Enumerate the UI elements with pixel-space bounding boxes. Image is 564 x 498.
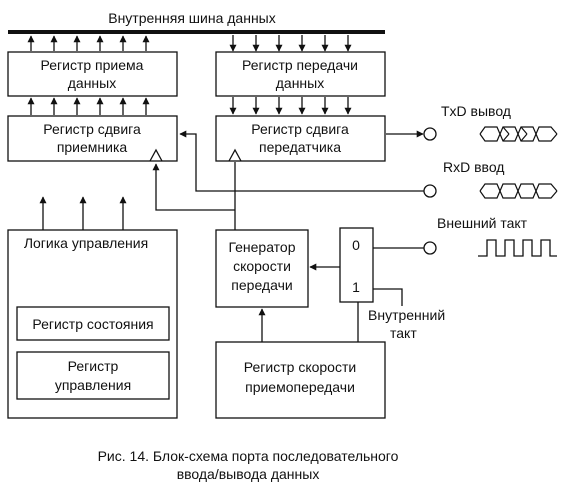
- baud-generator: [215, 229, 309, 308]
- external-clock-waveform: [478, 239, 557, 257]
- internal-clock-line: [373, 288, 403, 306]
- control-logic-label: Логика управления: [24, 235, 148, 251]
- external-clock-pin-icon: [423, 241, 437, 255]
- rx-shift-clock-triangle-icon: [149, 148, 163, 162]
- status-register-label: Регистр состояния: [32, 316, 153, 332]
- clock-selector: [339, 227, 374, 303]
- txd-pin-icon: [423, 127, 437, 141]
- tx-shift-clock-triangle-icon: [228, 148, 242, 162]
- rxd-line: [179, 130, 424, 192]
- control-register-line2: управления: [55, 377, 131, 393]
- rx-shift-register-line2: приемника: [57, 139, 128, 155]
- figure-caption-line1: Рис. 14. Блок-схема порта последовательн…: [98, 448, 399, 464]
- rx-shift-register-line1: Регистр сдвига: [43, 121, 141, 137]
- figure-caption-line2: ввода/вывода данных: [177, 466, 320, 482]
- tx-data-register-line1: Регистр передачи: [242, 57, 358, 73]
- rxd-pin-icon: [423, 184, 437, 198]
- clock-selector-input1: 1: [352, 279, 360, 295]
- tx-shift-register-line2: передатчика: [259, 139, 341, 155]
- internal-data-bus: [8, 30, 385, 34]
- rx-data-register-line1: Регистр приема: [41, 57, 144, 73]
- rxd-label: RxD ввод: [443, 159, 504, 175]
- tx-data-register-line2: данных: [276, 75, 324, 91]
- tx-shift-register-line1: Регистр сдвига: [251, 121, 349, 137]
- baud-generator-line3: передачи: [231, 277, 292, 293]
- rx-shift-register: [7, 115, 178, 162]
- baud-rate-register: [215, 341, 386, 419]
- internal-clock-label-line1: Внутренний: [368, 307, 445, 323]
- external-clock-label: Внешний такт: [437, 215, 528, 231]
- rx-data-register: [7, 51, 178, 97]
- baud-generator-line2: скорости: [233, 258, 291, 274]
- bus-label: Внутренняя шина данных: [108, 10, 276, 26]
- status-register: [16, 306, 170, 341]
- internal-clock-label-line2: такт: [390, 325, 417, 341]
- control-register-line1: Регистр: [68, 358, 119, 374]
- rx-data-register-line2: данных: [68, 75, 116, 91]
- txd-label: TxD вывод: [441, 103, 511, 119]
- clock-selector-input0: 0: [352, 237, 360, 253]
- tx-data-to-shift-arrows: [229, 97, 352, 115]
- baud-generator-line1: Генератор: [228, 239, 295, 255]
- control-register: [16, 351, 170, 400]
- tx-data-register: [215, 51, 386, 97]
- rx-bus-arrows: [27, 35, 150, 51]
- tx-bus-arrows: [229, 35, 352, 52]
- baud-rate-register-line2: приемопередачи: [245, 379, 355, 395]
- baud-rate-register-line1: Регистр скорости: [244, 359, 356, 375]
- tx-shift-register: [215, 115, 386, 162]
- rx-shift-to-data-arrows: [27, 97, 150, 115]
- txd-waveform: [479, 126, 558, 142]
- gen-to-rx-clock-line: [152, 163, 235, 211]
- control-logic-arrows: [39, 196, 127, 230]
- rxd-waveform: [479, 183, 558, 199]
